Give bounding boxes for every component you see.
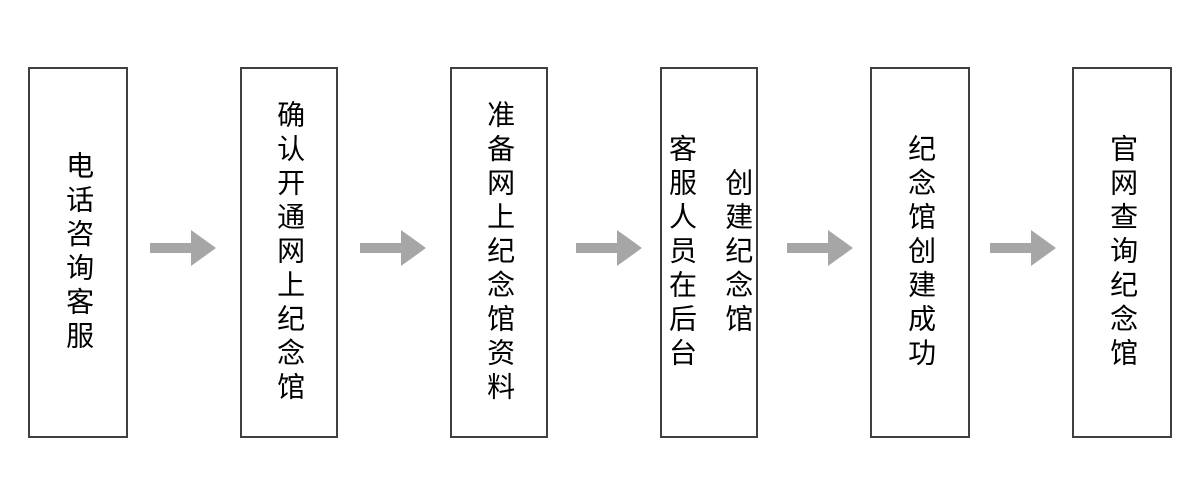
flow-step-4-text-col-1: 客服人员在后台 — [666, 133, 697, 372]
arrow-right-icon — [150, 230, 216, 266]
arrow-right-icon — [787, 230, 853, 266]
flow-step-3: 准备网上纪念馆资料 — [450, 67, 548, 438]
arrow-right-icon — [360, 230, 426, 266]
arrow-right-shape — [576, 230, 642, 266]
flow-step-5: 纪念馆创建成功 — [870, 67, 970, 438]
arrow-right-shape — [787, 230, 853, 266]
arrow-right-shape — [360, 230, 426, 266]
arrow-right-icon — [990, 230, 1056, 266]
flow-step-4-text-col-2: 创建纪念馆 — [722, 167, 754, 338]
arrow-right-shape — [150, 230, 216, 266]
flow-step-6-text: 官网查询纪念馆 — [1107, 133, 1139, 372]
flow-step-2: 确认开通网上纪念馆 — [240, 67, 338, 438]
flow-step-4: 客服人员在后台 创建纪念馆 — [660, 67, 758, 438]
arrow-right-icon — [576, 230, 642, 266]
flow-step-3-text: 准备网上纪念馆资料 — [484, 99, 516, 406]
flow-step-1: 电话咨询客服 — [28, 67, 128, 438]
flow-step-2-text: 确认开通网上纪念馆 — [274, 99, 306, 406]
flow-step-6: 官网查询纪念馆 — [1072, 67, 1172, 438]
flow-step-5-text: 纪念馆创建成功 — [905, 133, 937, 372]
arrow-right-shape — [990, 230, 1056, 266]
flow-step-1-text: 电话咨询客服 — [63, 150, 95, 355]
